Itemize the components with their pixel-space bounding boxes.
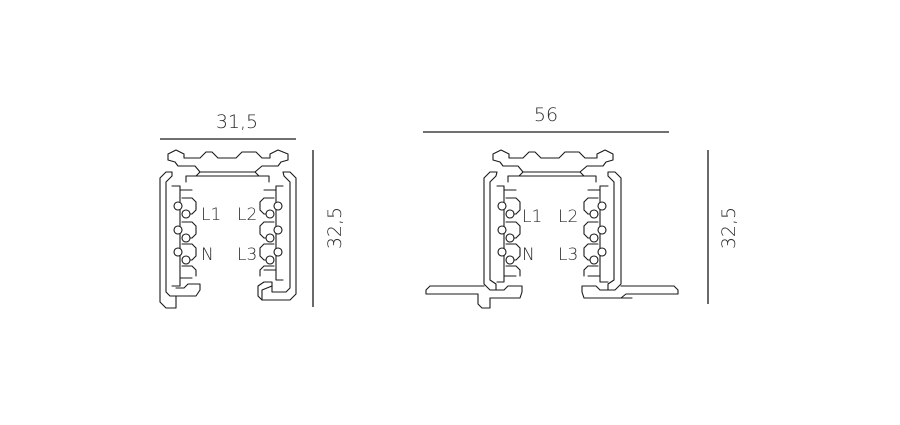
height-dimension-label: 32,5 xyxy=(718,207,740,249)
contact-left-4 xyxy=(505,233,515,243)
width-dimension-label: 31,5 xyxy=(216,111,258,133)
contact-right-6 xyxy=(265,255,275,265)
conductor-label-l3: L3 xyxy=(237,245,257,265)
conductor-label-l2: L2 xyxy=(558,207,578,227)
height-dimension-label: 32,5 xyxy=(324,207,346,249)
conductor-label-n: N xyxy=(201,245,214,265)
contact-left-2 xyxy=(505,209,515,219)
conductor-label-l2: L2 xyxy=(237,205,257,225)
contact-left-1 xyxy=(497,201,507,211)
conductor-label-n: N xyxy=(522,245,535,265)
conductor-contacts xyxy=(173,201,283,265)
conductor-label-l3: L3 xyxy=(558,245,578,265)
contact-right-3 xyxy=(597,225,607,235)
recessed-track-profile: 56 32,5 xyxy=(423,104,740,309)
contact-right-3 xyxy=(273,225,283,235)
contact-right-1 xyxy=(597,201,607,211)
contact-right-1 xyxy=(273,201,283,211)
contact-left-3 xyxy=(497,225,507,235)
contact-left-2 xyxy=(181,209,191,219)
contact-left-1 xyxy=(173,201,183,211)
contact-left-4 xyxy=(181,233,191,243)
contact-right-5 xyxy=(597,247,607,257)
contact-left-6 xyxy=(181,255,191,265)
rail-outline xyxy=(425,149,679,309)
contact-right-4 xyxy=(265,233,275,243)
width-dimension-label: 56 xyxy=(534,104,558,126)
contact-right-5 xyxy=(273,247,283,257)
conductor-contacts xyxy=(497,201,607,265)
contact-right-4 xyxy=(589,233,599,243)
contact-right-2 xyxy=(589,209,599,219)
conductor-label-l1: L1 xyxy=(201,205,221,225)
surface-track-profile: 31,5 32,5 xyxy=(159,111,346,309)
contact-left-3 xyxy=(173,225,183,235)
contact-right-2 xyxy=(265,209,275,219)
contact-left-5 xyxy=(497,247,507,257)
contact-left-6 xyxy=(505,255,515,265)
contact-left-5 xyxy=(173,247,183,257)
contact-right-6 xyxy=(589,255,599,265)
conductor-label-l1: L1 xyxy=(522,207,542,227)
